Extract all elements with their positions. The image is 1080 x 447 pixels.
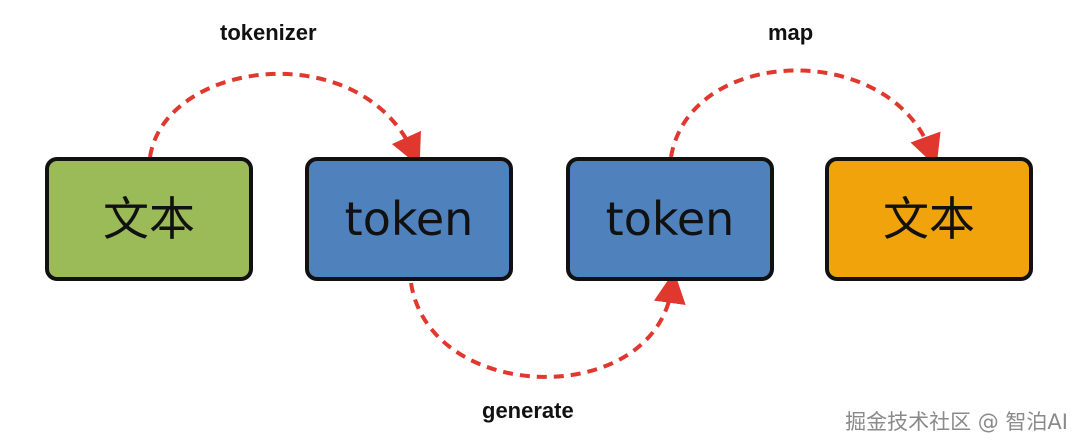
node-token-1: token xyxy=(305,157,513,281)
node-output-text: 文本 xyxy=(825,157,1033,281)
node-label: token xyxy=(605,192,735,246)
edge-label-generate: generate xyxy=(482,398,574,423)
node-label: token xyxy=(344,192,474,246)
edge-label-map: map xyxy=(768,20,814,45)
node-input-text: 文本 xyxy=(45,157,253,281)
arrow-tokenizer xyxy=(148,71,421,167)
arrow-map xyxy=(669,68,941,168)
arrow-generate xyxy=(409,271,686,379)
watermark: 掘金技术社区 @ 智泊AI xyxy=(845,410,1068,434)
node-label: 文本 xyxy=(883,192,975,246)
node-label: 文本 xyxy=(103,192,195,246)
node-token-2: token xyxy=(566,157,774,281)
edge-label-tokenizer: tokenizer xyxy=(220,20,317,45)
